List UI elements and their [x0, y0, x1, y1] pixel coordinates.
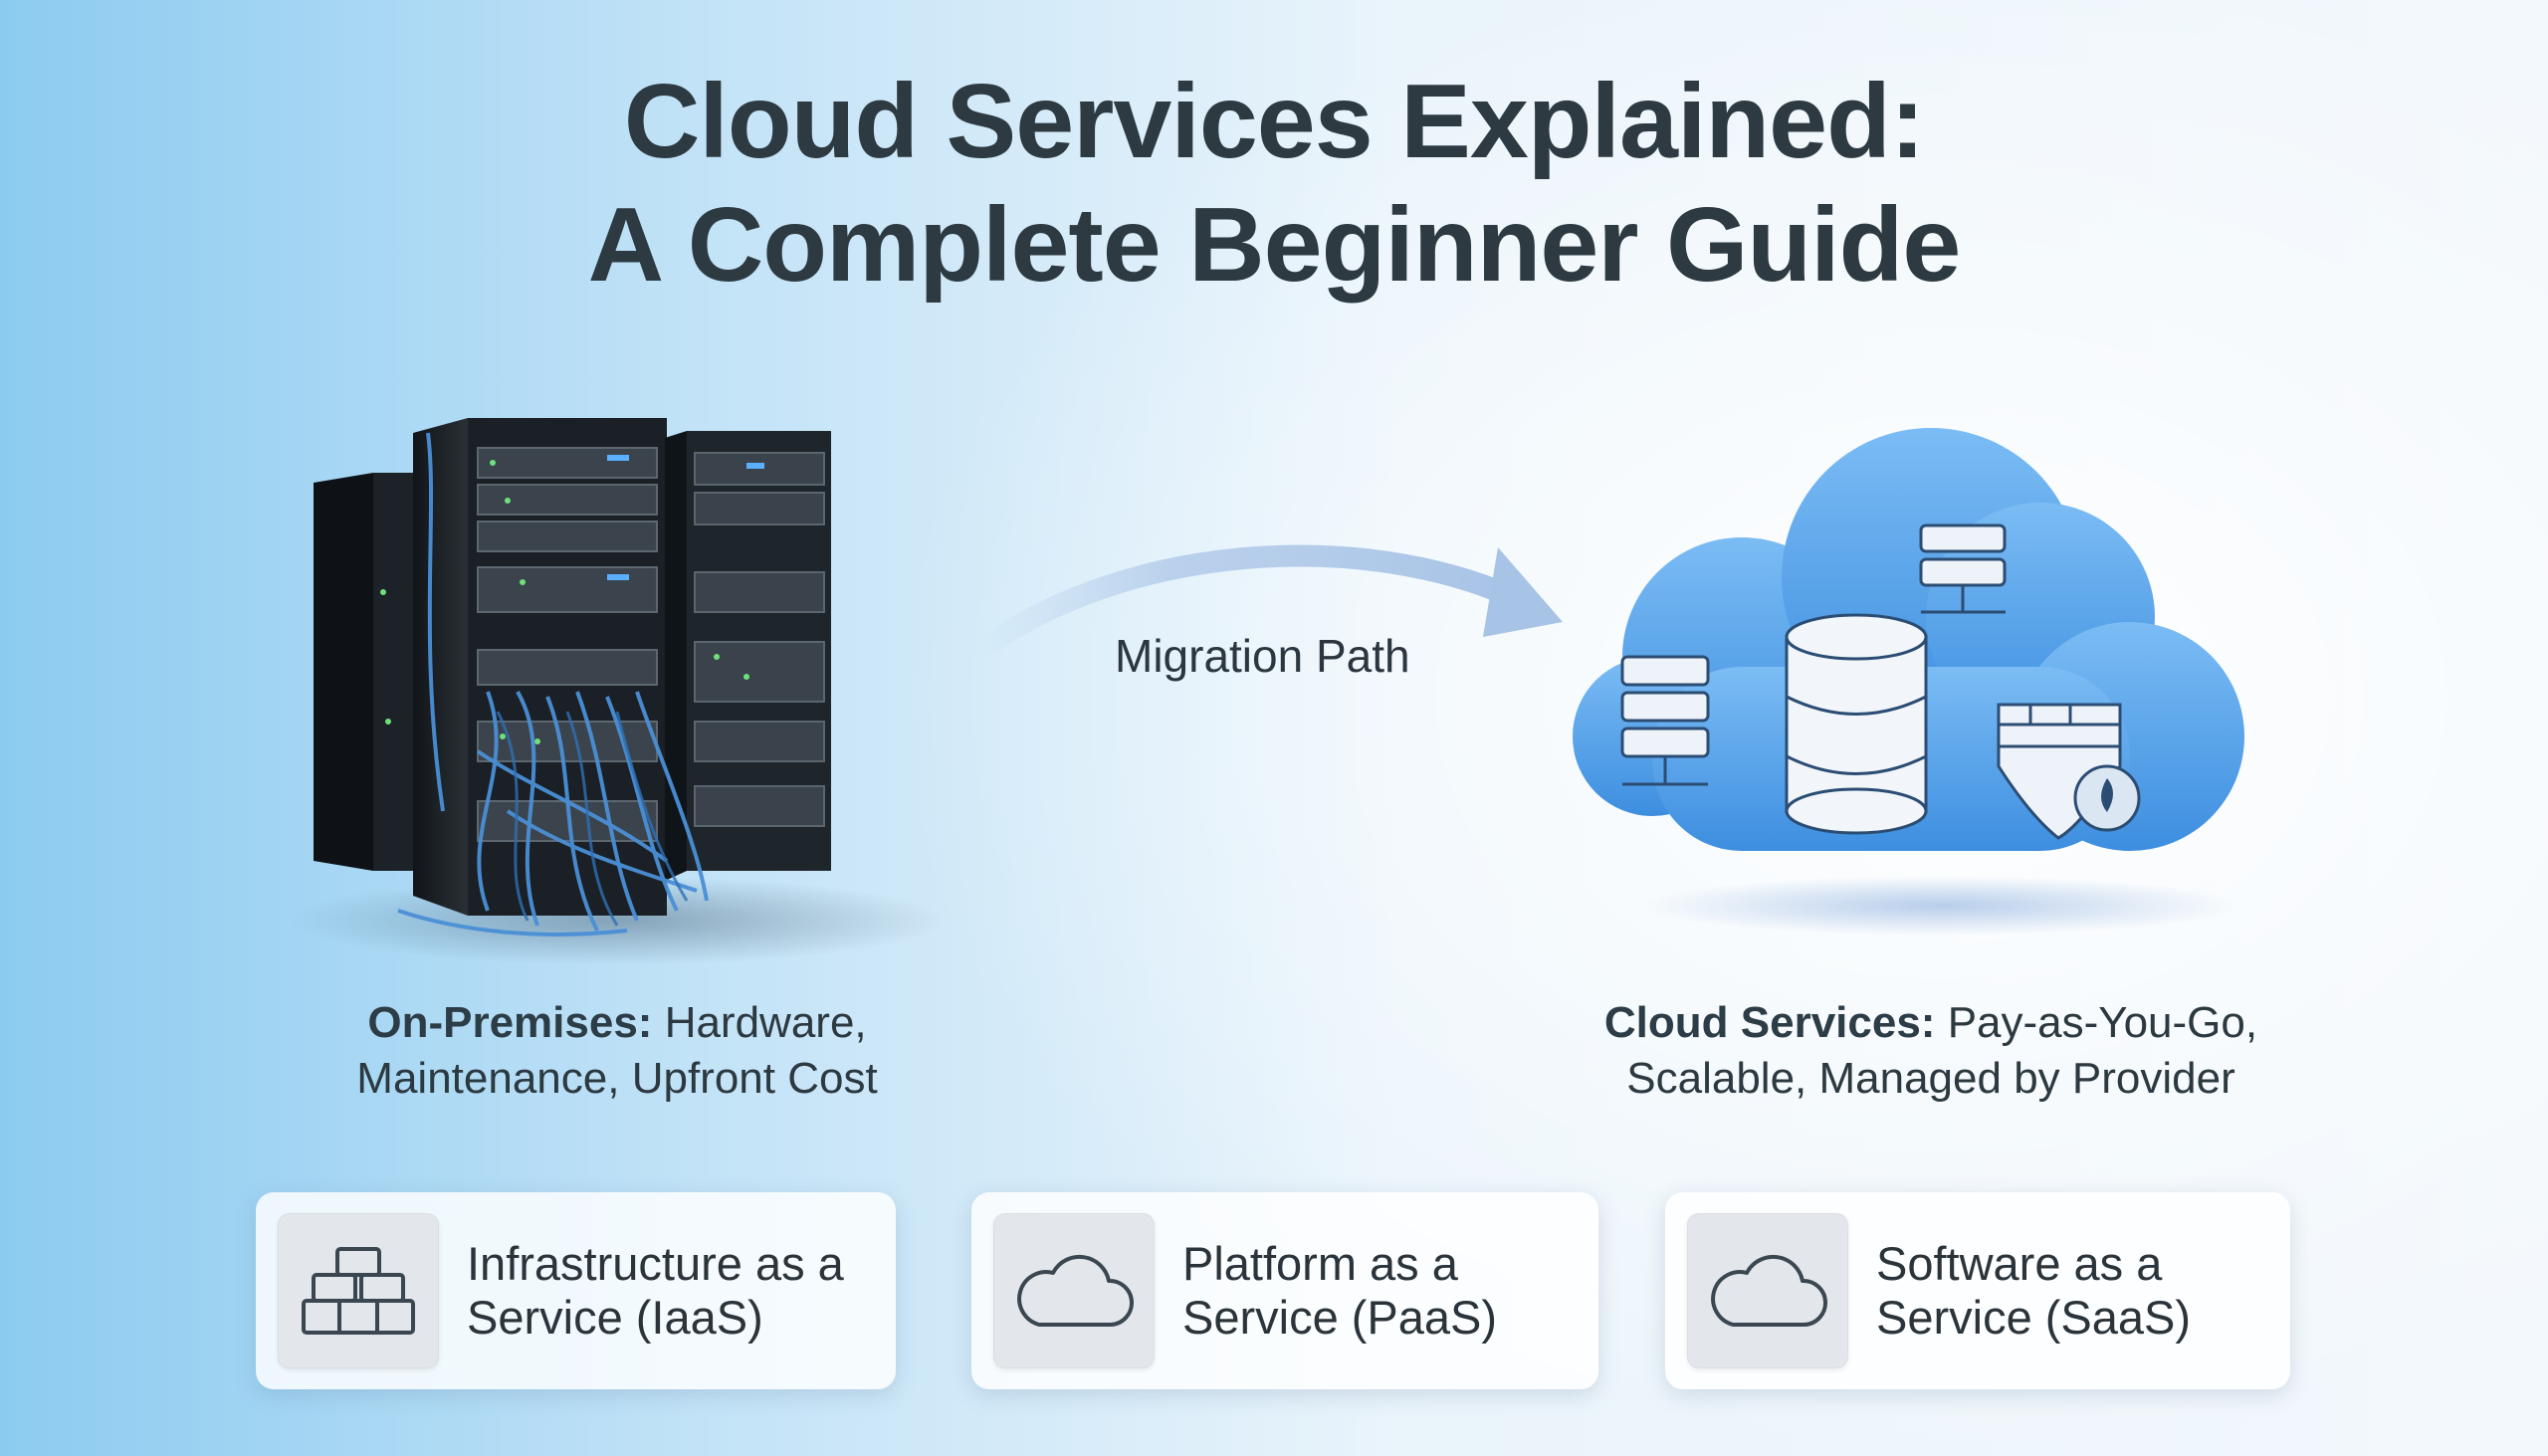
paas-line-1: Platform as a: [1182, 1237, 1458, 1290]
paas-line-2: Service (PaaS): [1182, 1291, 1498, 1344]
cloud-services-line-2: Scalable, Managed by Provider: [1626, 1054, 2235, 1103]
iaas-line-2: Service (IaaS): [467, 1291, 763, 1344]
saas-card: Software as a Service (SaaS): [1665, 1192, 2290, 1389]
on-premises-heading: On-Premises:: [367, 998, 653, 1047]
cloud-services-caption: Cloud Services: Pay-as-You-Go, Scalable,…: [1523, 995, 2339, 1107]
server-rack-illustration: [279, 393, 956, 970]
saas-line-1: Software as a: [1876, 1237, 2163, 1290]
cloud-services-heading: Cloud Services:: [1603, 998, 1936, 1047]
on-premises-line-2: Maintenance, Upfront Cost: [356, 1054, 878, 1103]
cloud-icon: [1687, 1213, 1848, 1368]
title-line-2: A Complete Beginner Guide: [587, 186, 1962, 304]
page-title: Cloud Services Explained: A Complete Beg…: [0, 60, 2548, 307]
saas-line-2: Service (SaaS): [1876, 1291, 2192, 1344]
cloud-services-line-1: Pay-as-You-Go,: [1947, 998, 2258, 1047]
title-line-1: Cloud Services Explained:: [623, 63, 1925, 180]
bricks-icon: [278, 1213, 439, 1368]
cloud-illustration: [1563, 408, 2279, 965]
iaas-card: Infrastructure as a Service (IaaS): [256, 1192, 896, 1389]
migration-path-label: Migration Path: [1115, 630, 1410, 682]
cloud-icon: [993, 1213, 1155, 1368]
iaas-line-1: Infrastructure as a: [467, 1237, 844, 1290]
migration-arrow: [956, 527, 1592, 727]
on-premises-caption: On-Premises: Hardware, Maintenance, Upfr…: [249, 995, 985, 1107]
paas-card: Platform as a Service (PaaS): [971, 1192, 1598, 1389]
on-premises-line-1: Hardware,: [664, 998, 867, 1047]
